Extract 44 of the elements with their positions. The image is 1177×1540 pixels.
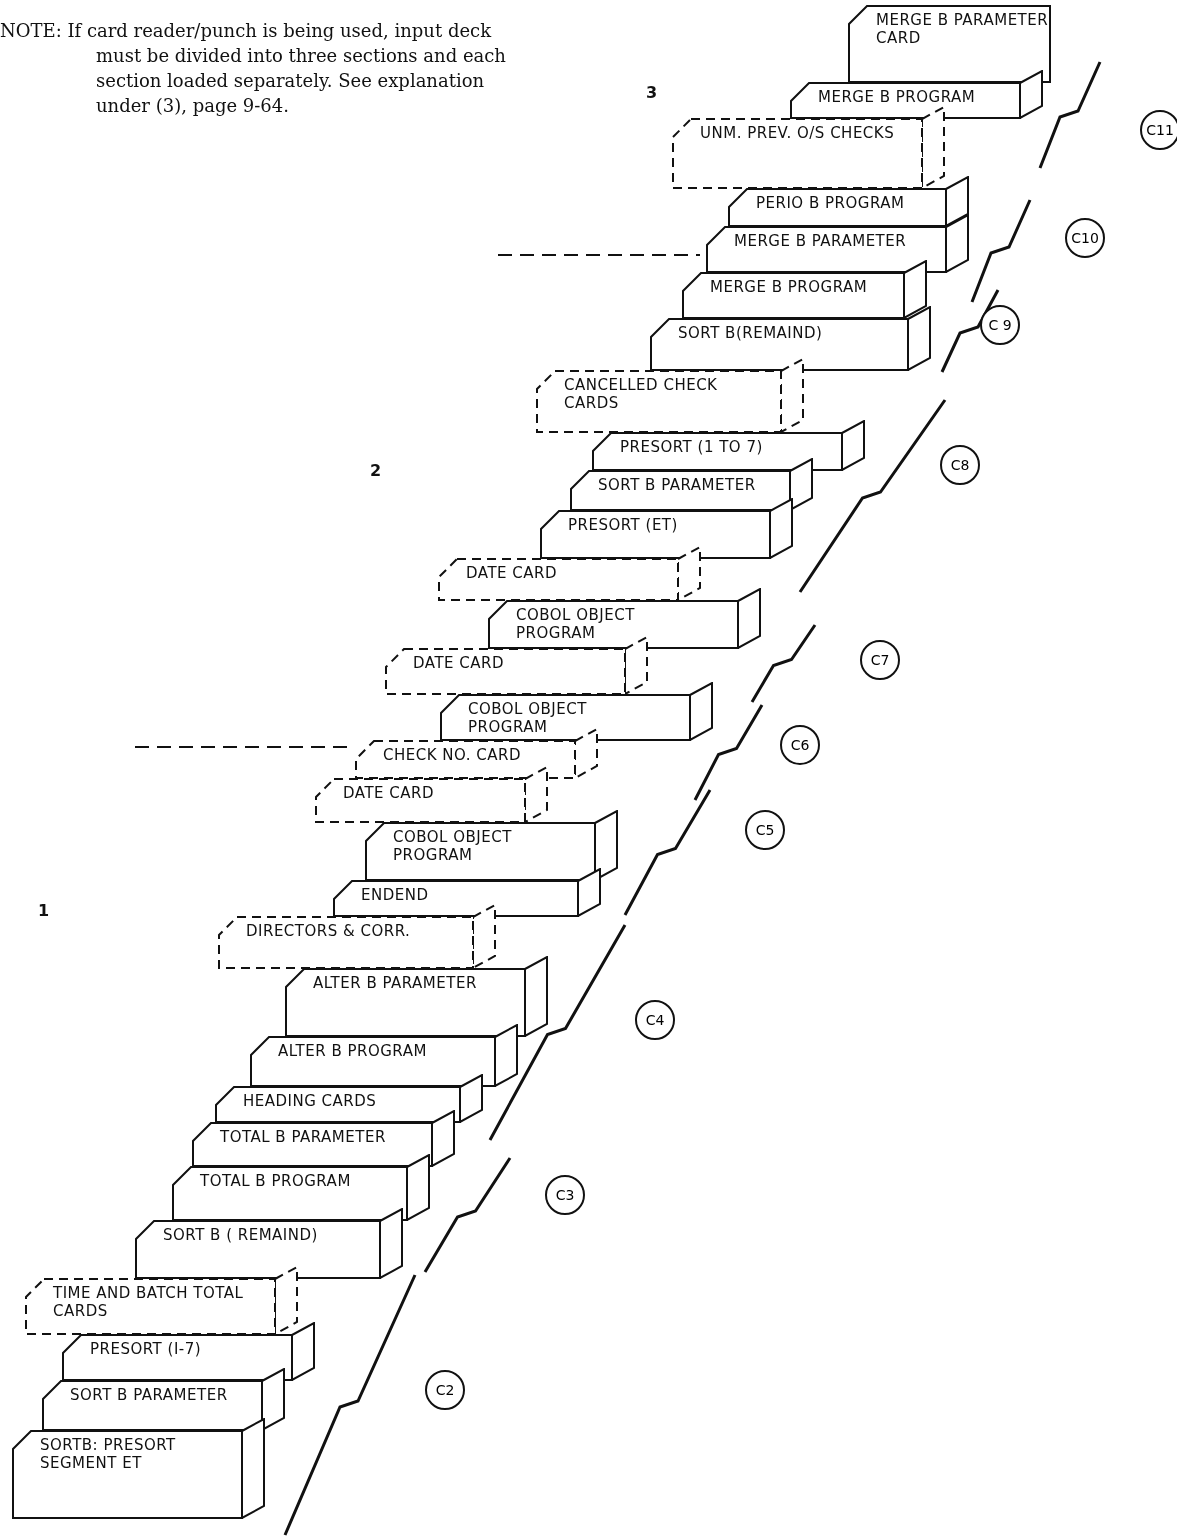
card-label: SORT B PARAMETER: [598, 476, 756, 494]
card-label: PERIO B PROGRAM: [756, 194, 905, 212]
card-label: COBOL OBJECT PROGRAM: [393, 828, 513, 864]
card-label: COBOL OBJECT PROGRAM: [516, 606, 636, 642]
card-label: SORT B(REMAIND): [678, 324, 823, 342]
card-label: ALTER B PARAMETER: [313, 974, 477, 992]
circled-section-number: C3: [545, 1175, 585, 1215]
circled-section-number: C6: [780, 725, 820, 765]
card-label: SORTB: PRESORT SEGMENT ET: [40, 1436, 177, 1472]
card-label: ENDEND: [361, 886, 429, 904]
card-label: HEADING CARDS: [243, 1092, 377, 1110]
note-text: NOTE: If card reader/punch is being used, input deck must be divided into three sections and each section loaded separately. See explanation under (3), page 9-64.: [0, 19, 507, 118]
card-label: MERGE B PROGRAM: [818, 88, 976, 106]
circled-section-number: C7: [860, 640, 900, 680]
card-label: DATE CARD: [466, 564, 557, 582]
card-label: MERGE B PARAMETER: [734, 232, 907, 250]
section-number: 3: [646, 82, 659, 104]
card-label: PRESORT (I-7): [90, 1340, 202, 1358]
circled-section-number: C4: [635, 1000, 675, 1040]
circled-section-number: C11: [1140, 110, 1177, 150]
circled-section-number: C10: [1065, 218, 1105, 258]
card-label: CANCELLED CHECK CARDS: [564, 376, 719, 412]
section-number: 1: [38, 900, 51, 922]
card-label: MERGE B PARAMETER CARD: [876, 11, 1050, 47]
card-label: DIRECTORS & CORR.: [246, 922, 411, 940]
circled-section-number: C5: [745, 810, 785, 850]
card-label: SORT B PARAMETER: [70, 1386, 228, 1404]
card-label: DATE CARD: [413, 654, 504, 672]
card-label: COBOL OBJECT PROGRAM: [468, 700, 588, 736]
card-label: TOTAL B PARAMETER: [220, 1128, 386, 1146]
circled-section-number: C 9: [980, 305, 1020, 345]
section-number: 2: [370, 460, 383, 482]
card-label: PRESORT (ET): [568, 516, 678, 534]
circled-section-number: C8: [940, 445, 980, 485]
card-label: DATE CARD: [343, 784, 434, 802]
circled-section-number: C2: [425, 1370, 465, 1410]
card-label: MERGE B PROGRAM: [710, 278, 868, 296]
card-label: TOTAL B PROGRAM: [200, 1172, 351, 1190]
card-label: UNM. PREV. O/S CHECKS: [700, 124, 895, 142]
card-label: ALTER B PROGRAM: [278, 1042, 427, 1060]
card-label: CHECK NO. CARD: [383, 746, 521, 764]
card-label: PRESORT (1 TO 7): [620, 438, 763, 456]
card-label: SORT B ( REMAIND): [163, 1226, 318, 1244]
card-label: TIME AND BATCH TOTAL CARDS: [53, 1284, 245, 1320]
